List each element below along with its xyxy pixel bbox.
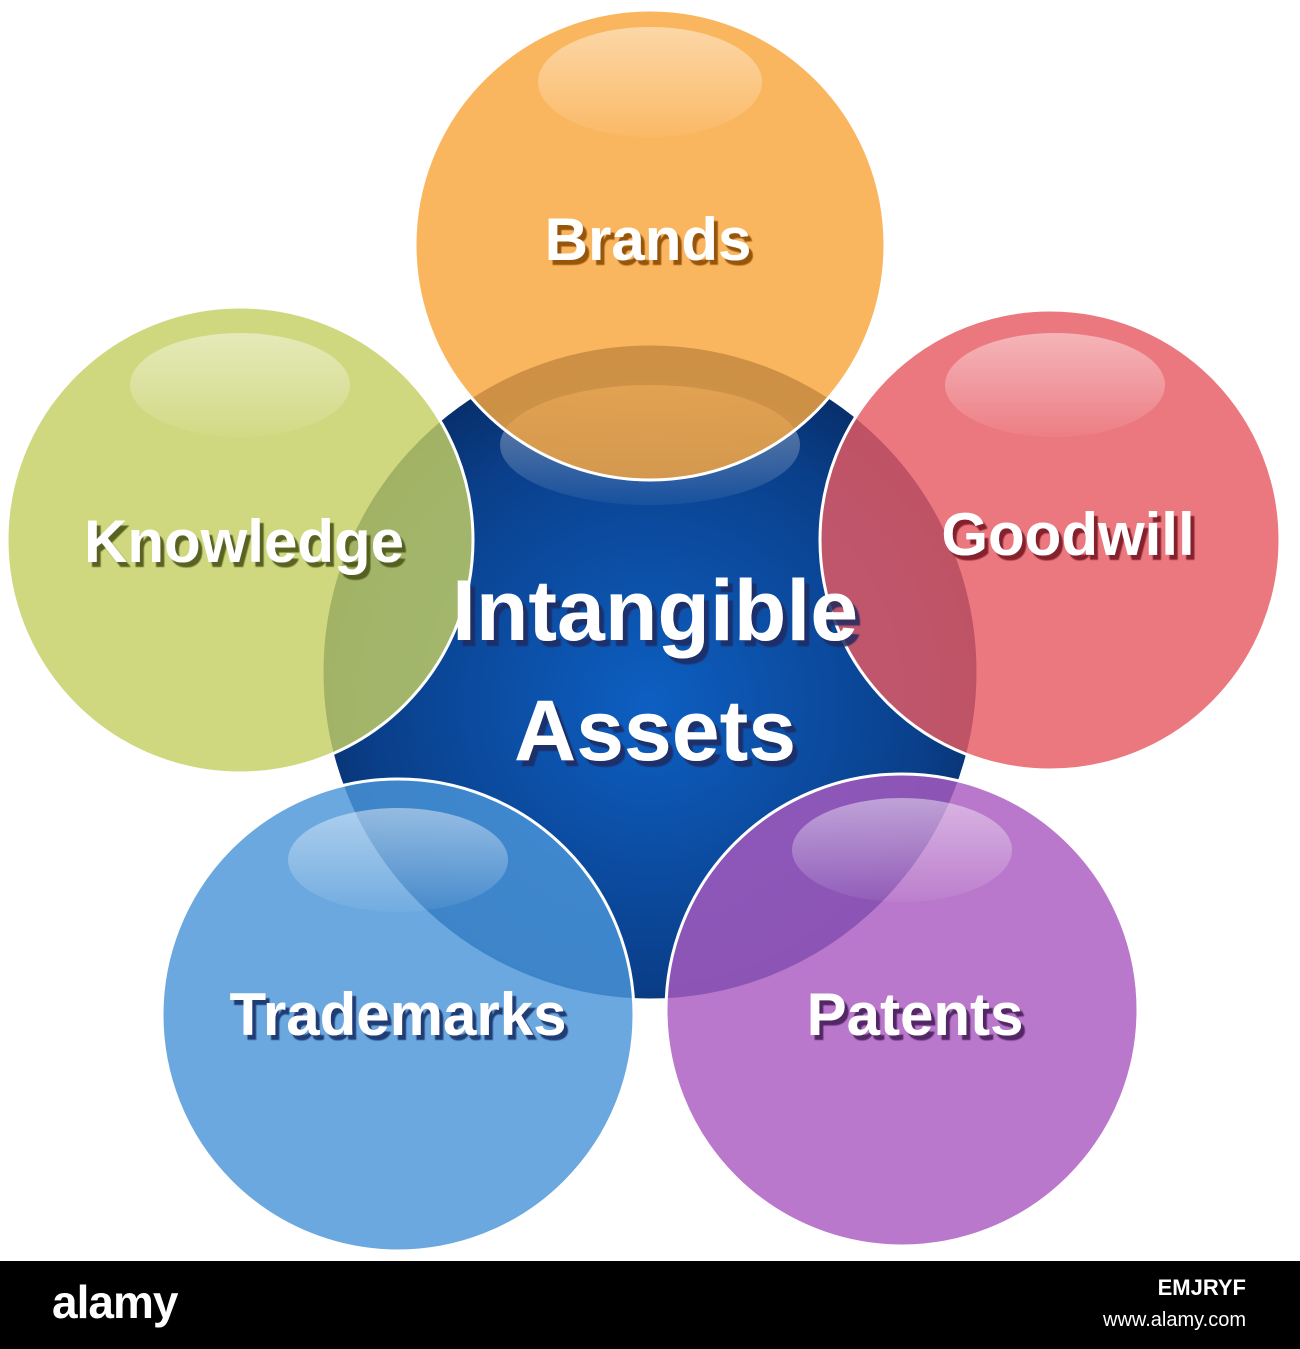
- gloss-brands: [538, 27, 762, 137]
- label-trademarks: Trademarks: [230, 981, 567, 1048]
- center-label-line2: Assets: [514, 683, 796, 779]
- gloss-goodwill: [945, 333, 1165, 437]
- gloss-knowledge: [130, 333, 350, 437]
- circle-trademarks: [160, 777, 636, 1253]
- circle-brands: [413, 8, 887, 482]
- site-url: www.alamy.com: [1103, 1309, 1246, 1331]
- watermark-footer: alamy EMJRYF www.alamy.com: [0, 1261, 1300, 1349]
- intangible-assets-diagram: Intangible Assets Brands Goodwill Patent…: [5, 8, 1282, 1253]
- node-knowledge: [5, 305, 475, 775]
- label-brands: Brands: [545, 206, 752, 273]
- image-id: EMJRYF: [1157, 1275, 1246, 1300]
- alamy-logo: alamy: [52, 1276, 178, 1328]
- node-goodwill: [818, 308, 1282, 772]
- node-trademarks: [160, 777, 636, 1253]
- node-patents: [664, 772, 1140, 1248]
- circle-goodwill: [818, 308, 1282, 772]
- gloss-trademarks: [288, 808, 508, 912]
- label-goodwill: Goodwill: [941, 501, 1194, 568]
- label-patents: Patents: [807, 981, 1024, 1048]
- node-brands: [413, 8, 887, 482]
- circle-knowledge: [5, 305, 475, 775]
- label-knowledge: Knowledge: [84, 508, 404, 575]
- circle-patents: [664, 772, 1140, 1248]
- gloss-patents: [792, 798, 1012, 902]
- center-label-line1: Intangible: [452, 563, 858, 659]
